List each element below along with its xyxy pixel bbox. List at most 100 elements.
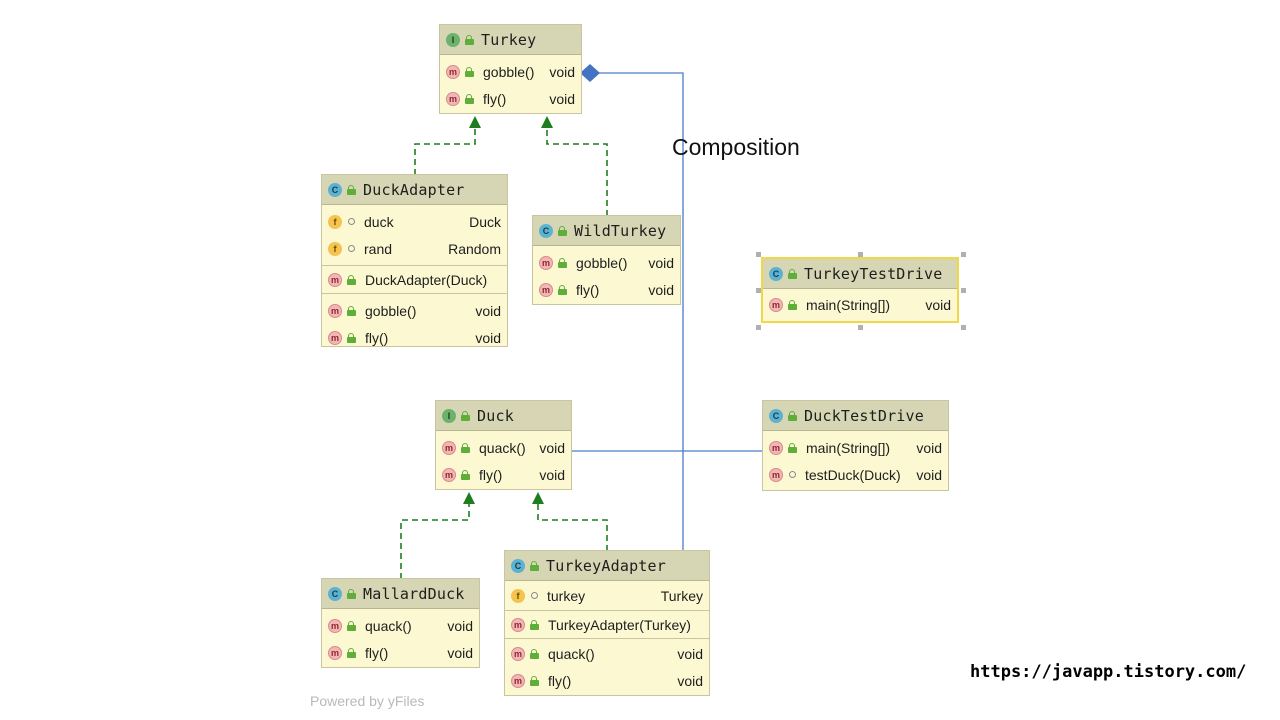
public-lock-icon [347, 588, 356, 599]
member-row[interactable]: m gobble() void [440, 58, 581, 85]
member-row[interactable]: m quack() void [505, 640, 709, 667]
class-icon: C [539, 223, 553, 238]
composition-diamond [580, 64, 600, 82]
member-name: quack() [548, 645, 595, 662]
member-name: TurkeyAdapter(Turkey) [548, 616, 691, 633]
class-name: WildTurkey [574, 221, 667, 240]
member-name: gobble() [576, 254, 628, 271]
resize-handle[interactable] [961, 325, 966, 330]
fields-section: f duck Duck f rand Random [322, 205, 507, 265]
wildturkey-class-node[interactable]: C WildTurkey m gobble() void m fly() voi… [532, 215, 681, 305]
public-lock-icon [461, 442, 470, 453]
turkeyadapter-class-node[interactable]: C TurkeyAdapter f turkey Turkey m Turkey… [504, 550, 710, 696]
turkeytestdrive-header: C TurkeyTestDrive [763, 259, 957, 289]
method-icon: m [769, 440, 783, 455]
member-type: void [539, 466, 565, 483]
class-name: TurkeyTestDrive [804, 264, 943, 283]
member-name: main(String[]) [806, 296, 891, 313]
turkey-header: I Turkey [440, 25, 581, 55]
member-name: gobble() [483, 63, 535, 80]
resize-handle[interactable] [756, 252, 761, 257]
member-type: Random [448, 240, 501, 257]
public-lock-icon [347, 184, 356, 195]
class-name: Turkey [481, 30, 537, 49]
member-row[interactable]: f duck Duck [322, 208, 507, 235]
field-icon: f [328, 214, 342, 229]
methods-section: m main(String[]) void m testDuck(Duck) v… [763, 431, 948, 491]
member-row[interactable]: m fly() void [322, 639, 479, 666]
resize-handle[interactable] [858, 325, 863, 330]
member-row[interactable]: m quack() void [436, 434, 571, 461]
member-row[interactable]: m fly() void [440, 85, 581, 112]
public-lock-icon [461, 410, 470, 421]
class-icon: C [769, 408, 783, 423]
member-row[interactable]: m TurkeyAdapter(Turkey) [505, 611, 709, 638]
member-type: void [549, 90, 575, 107]
public-lock-icon [347, 274, 356, 285]
public-lock-icon [530, 560, 539, 571]
ducktestdrive-class-node[interactable]: C DuckTestDrive m main(String[]) void m … [762, 400, 949, 491]
member-row[interactable]: m fly() void [436, 461, 571, 488]
public-lock-icon [530, 648, 539, 659]
member-type: Duck [469, 213, 501, 230]
method-icon: m [328, 272, 342, 287]
package-private-icon [348, 218, 355, 225]
edge-turkeyadapter-implements-duck [537, 503, 608, 551]
public-lock-icon [347, 305, 356, 316]
public-lock-icon [530, 675, 539, 686]
member-type: void [539, 439, 565, 456]
resize-handle[interactable] [858, 252, 863, 257]
class-icon: C [328, 182, 342, 197]
member-row[interactable]: f turkey Turkey [505, 582, 709, 609]
member-name: DuckAdapter(Duck) [365, 271, 488, 288]
public-lock-icon [347, 620, 356, 631]
member-row[interactable]: m fly() void [533, 276, 680, 303]
member-row[interactable]: m fly() void [505, 667, 709, 694]
member-row[interactable]: m testDuck(Duck) void [763, 461, 948, 488]
methods-section: m quack() void m fly() void [436, 431, 571, 491]
member-name: fly() [365, 644, 389, 661]
methods-section: m main(String[]) void [763, 289, 957, 320]
class-name: DuckTestDrive [804, 406, 924, 425]
interface-icon: I [442, 408, 456, 423]
duckadapter-header: C DuckAdapter [322, 175, 507, 205]
resize-handle[interactable] [756, 288, 761, 293]
member-row[interactable]: m gobble() void [533, 249, 680, 276]
method-icon: m [769, 297, 783, 312]
duckadapter-class-node[interactable]: C DuckAdapter f duck Duck f rand Random … [321, 174, 508, 347]
public-lock-icon [530, 619, 539, 630]
methods-section: m gobble() void m fly() void [322, 293, 507, 354]
member-type: void [916, 439, 942, 456]
turkeytestdrive-class-node[interactable]: C TurkeyTestDrive m main(String[]) void [761, 257, 959, 323]
public-lock-icon [465, 93, 474, 104]
method-icon: m [539, 255, 553, 270]
mallardduck-header: C MallardDuck [322, 579, 479, 609]
member-row[interactable]: m quack() void [322, 612, 479, 639]
member-row[interactable]: m fly() void [322, 324, 507, 351]
arrowhead-turkey-left [469, 116, 481, 128]
turkey-interface-node[interactable]: I Turkey m gobble() void m fly() void [439, 24, 582, 114]
member-row[interactable]: m gobble() void [322, 297, 507, 324]
member-row[interactable]: m main(String[]) void [763, 434, 948, 461]
package-private-icon [531, 592, 538, 599]
method-icon: m [446, 91, 460, 106]
member-name: fly() [479, 466, 503, 483]
member-name: gobble() [365, 302, 417, 319]
member-row[interactable]: m DuckAdapter(Duck) [322, 266, 507, 293]
resize-handle[interactable] [756, 325, 761, 330]
resize-handle[interactable] [961, 252, 966, 257]
member-type: void [447, 617, 473, 634]
wildturkey-header: C WildTurkey [533, 216, 680, 246]
mallardduck-class-node[interactable]: C MallardDuck m quack() void m fly() voi… [321, 578, 480, 668]
resize-handle[interactable] [961, 288, 966, 293]
member-row[interactable]: m main(String[]) void [763, 291, 957, 318]
method-icon: m [446, 64, 460, 79]
method-icon: m [328, 330, 342, 345]
method-icon: m [328, 303, 342, 318]
member-row[interactable]: f rand Random [322, 235, 507, 262]
public-lock-icon [788, 299, 797, 310]
turkeyadapter-header: C TurkeyAdapter [505, 551, 709, 581]
duck-interface-node[interactable]: I Duck m quack() void m fly() void [435, 400, 572, 490]
public-lock-icon [465, 34, 474, 45]
member-type: void [648, 254, 674, 271]
